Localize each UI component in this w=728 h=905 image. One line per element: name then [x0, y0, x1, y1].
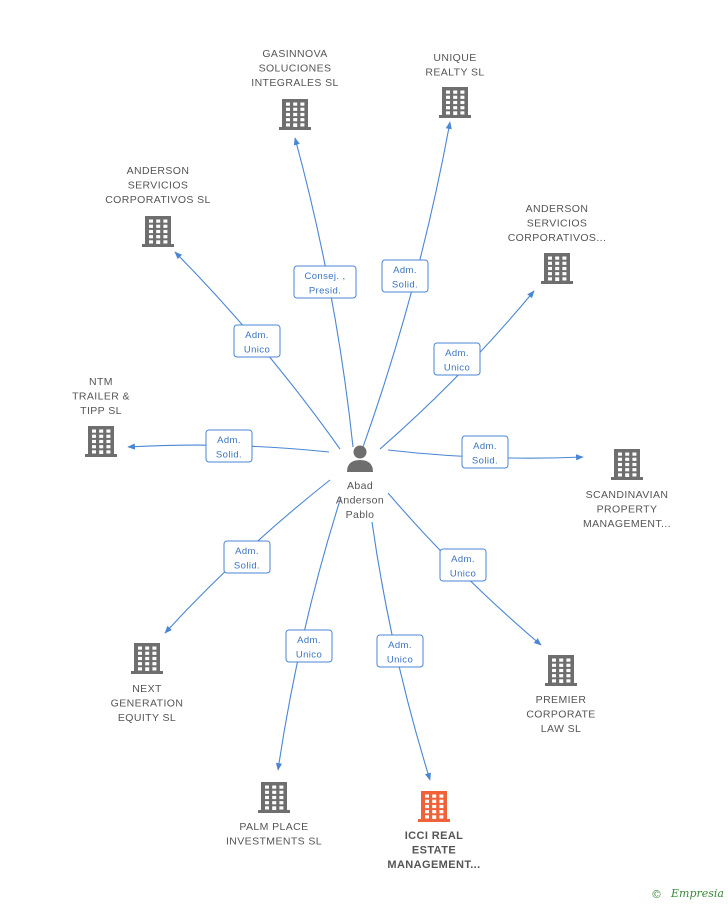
company-name[interactable]: INTEGRALES SL: [251, 77, 338, 89]
relation-label-icci[interactable]: Adm. Unico: [376, 634, 424, 668]
company-name[interactable]: TIPP SL: [80, 405, 122, 417]
building-icon[interactable]: [258, 782, 290, 813]
company-name[interactable]: REALTY SL: [425, 67, 484, 79]
company-name[interactable]: CORPORATIVOS SL: [105, 194, 211, 206]
relation-label-palm[interactable]: Adm. Unico: [285, 629, 333, 663]
relation-text: Adm.: [235, 546, 259, 557]
relation-text: Adm.: [297, 635, 321, 646]
person-name[interactable]: Anderson: [336, 495, 384, 507]
company-name[interactable]: UNIQUE: [433, 52, 476, 64]
company-node-palm[interactable]: PALM PLACE INVESTMENTS SL: [226, 782, 322, 848]
relation-label-scandinavian[interactable]: Adm. Solid.: [461, 435, 509, 469]
company-name[interactable]: PREMIER: [536, 694, 587, 706]
company-node-premier[interactable]: PREMIER CORPORATE LAW SL: [526, 655, 595, 735]
company-node-anderson1[interactable]: ANDERSON SERVICIOS CORPORATIVOS SL: [105, 165, 211, 247]
company-node-gasinnova[interactable]: GASINNOVA SOLUCIONES INTEGRALES SL: [251, 48, 338, 130]
company-node-next[interactable]: NEXT GENERATION EQUITY SL: [111, 643, 184, 724]
company-name[interactable]: SOLUCIONES: [259, 63, 332, 75]
building-icon[interactable]: [279, 99, 311, 130]
company-name[interactable]: NTM: [89, 376, 113, 388]
building-icon[interactable]: [541, 253, 573, 284]
copyright-symbol: ©: [651, 888, 662, 901]
company-node-unique[interactable]: UNIQUE REALTY SL: [425, 52, 484, 118]
relation-text: Adm.: [217, 435, 241, 446]
company-name[interactable]: CORPORATIVOS...: [508, 232, 607, 244]
company-name[interactable]: SERVICIOS: [128, 180, 189, 192]
relation-text: Adm.: [393, 265, 417, 276]
company-name[interactable]: PROPERTY: [597, 504, 658, 516]
building-icon[interactable]: [85, 426, 117, 457]
relation-text: Solid.: [472, 456, 498, 467]
relation-label-ntm[interactable]: Adm. Solid.: [205, 429, 253, 463]
relation-text: Adm.: [245, 330, 269, 341]
company-node-icci[interactable]: ICCI REAL ESTATE MANAGEMENT...: [387, 791, 480, 871]
relation-text: Adm.: [451, 554, 475, 565]
company-name[interactable]: SCANDINAVIAN: [586, 489, 669, 501]
relation-text: Unico: [387, 655, 413, 666]
relation-label-anderson1[interactable]: Adm. Unico: [233, 324, 281, 358]
company-name[interactable]: NEXT: [132, 683, 162, 695]
nodes-layer: GASINNOVA SOLUCIONES INTEGRALES SL UNIQUE RE…: [72, 48, 671, 871]
person-name[interactable]: Abad: [347, 480, 373, 492]
company-node-scandinavian[interactable]: SCANDINAVIAN PROPERTY MANAGEMENT...: [583, 449, 671, 530]
relation-text: Unico: [444, 363, 470, 374]
company-node-anderson2[interactable]: ANDERSON SERVICIOS CORPORATIVOS...: [508, 203, 607, 284]
company-name[interactable]: PALM PLACE: [239, 821, 308, 833]
relation-text: Unico: [296, 650, 322, 661]
company-name[interactable]: EQUITY SL: [118, 712, 176, 724]
building-icon[interactable]: [142, 216, 174, 247]
company-name[interactable]: MANAGEMENT...: [583, 518, 671, 530]
relation-text: Consej. ,: [304, 271, 345, 282]
company-node-ntm[interactable]: NTM TRAILER & TIPP SL: [72, 376, 130, 457]
relation-label-next[interactable]: Adm. Solid.: [223, 540, 271, 574]
relation-text: Solid.: [234, 561, 260, 572]
company-name[interactable]: GASINNOVA: [262, 48, 327, 60]
building-icon[interactable]: [418, 791, 450, 822]
company-name[interactable]: LAW SL: [541, 723, 582, 735]
company-name[interactable]: INVESTMENTS SL: [226, 836, 322, 848]
company-name[interactable]: ANDERSON: [526, 203, 589, 215]
company-name[interactable]: ESTATE: [412, 845, 456, 857]
relation-text: Adm.: [445, 348, 469, 359]
relation-label-gasinnova[interactable]: Consej. , Presid.: [293, 265, 357, 299]
relation-text: Adm.: [388, 640, 412, 651]
relation-text: Presid.: [309, 286, 341, 297]
footer: © Empresia: [651, 887, 724, 901]
relation-label-unique[interactable]: Adm. Solid.: [381, 259, 429, 293]
person-name[interactable]: Pablo: [346, 509, 375, 521]
building-icon[interactable]: [131, 643, 163, 674]
company-name[interactable]: CORPORATE: [526, 709, 595, 721]
company-name[interactable]: GENERATION: [111, 698, 184, 710]
building-icon[interactable]: [611, 449, 643, 480]
relation-text: Adm.: [473, 441, 497, 452]
person-icon: [347, 445, 373, 472]
relation-text: Unico: [244, 345, 270, 356]
relation-text: Unico: [450, 569, 476, 580]
company-name[interactable]: ICCI REAL: [405, 830, 464, 842]
relation-text: Solid.: [392, 280, 418, 291]
company-name[interactable]: SERVICIOS: [527, 218, 588, 230]
building-icon[interactable]: [439, 87, 471, 118]
company-name[interactable]: TRAILER &: [72, 391, 130, 403]
relation-text: Solid.: [216, 450, 242, 461]
relation-label-anderson2[interactable]: Adm. Unico: [433, 342, 481, 376]
relation-label-premier[interactable]: Adm. Unico: [439, 548, 487, 582]
building-icon[interactable]: [545, 655, 577, 686]
company-name[interactable]: MANAGEMENT...: [387, 859, 480, 871]
brand-logo: Empresia: [670, 887, 724, 900]
company-name[interactable]: ANDERSON: [127, 165, 190, 177]
